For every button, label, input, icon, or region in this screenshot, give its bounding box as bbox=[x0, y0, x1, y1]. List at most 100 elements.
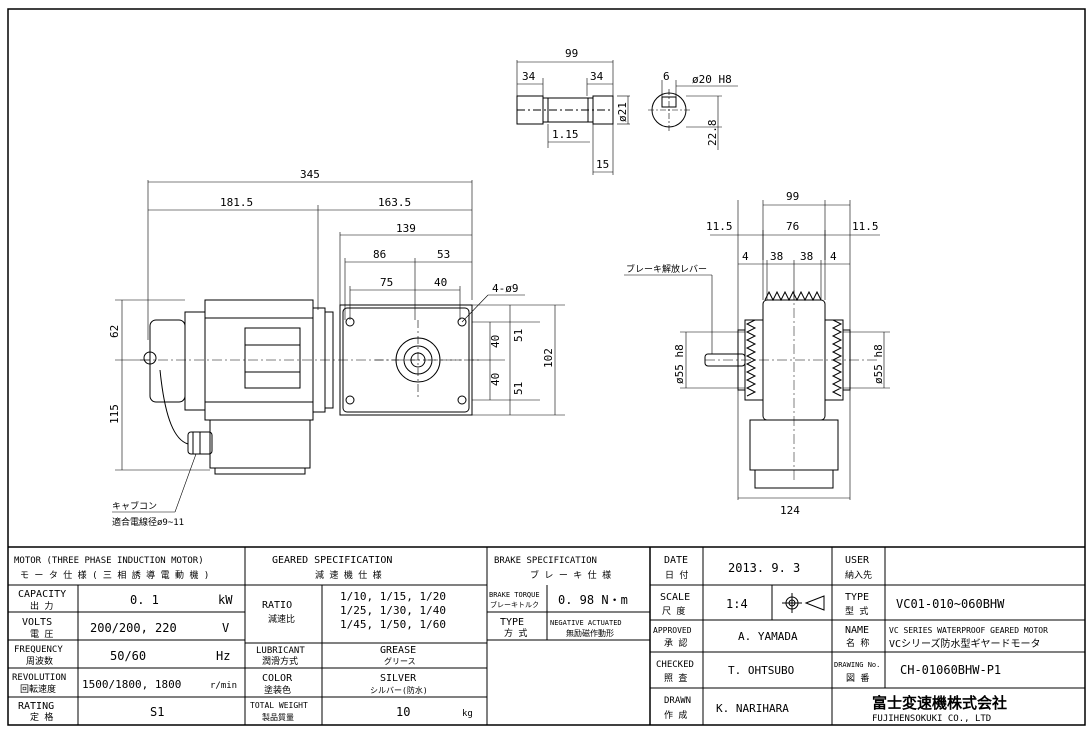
dim-shaft-key-w: 15 bbox=[596, 158, 609, 171]
date-label-jp: 日 付 bbox=[665, 570, 688, 581]
side-view bbox=[624, 200, 890, 500]
brake-header-jp: ブ レ ー キ 仕 様 bbox=[530, 569, 611, 581]
dim-side-99: 99 bbox=[786, 190, 799, 203]
freq-value: 50/60 bbox=[110, 649, 146, 663]
cap-unit: kW bbox=[218, 593, 233, 607]
dim-base-139: 139 bbox=[396, 222, 416, 235]
dim-side-d55b: ø55 h8 bbox=[872, 344, 885, 384]
dim-side-38a: 38 bbox=[770, 250, 783, 263]
dim-v40b: 40 bbox=[489, 373, 502, 386]
drawno-value: CH-01060BHW-P1 bbox=[900, 663, 1001, 677]
rating-label-jp: 定 格 bbox=[30, 711, 53, 723]
ratio-label-jp: 減速比 bbox=[268, 613, 295, 625]
dim-side-124: 124 bbox=[780, 504, 800, 517]
dim-h62: 62 bbox=[108, 325, 121, 338]
freq-unit: Hz bbox=[216, 649, 230, 663]
ratio-line-1: 1/10, 1/15, 1/20 bbox=[340, 590, 446, 603]
shaft-end-view bbox=[648, 80, 738, 150]
drawn-label-en: DRAWN bbox=[664, 696, 691, 706]
scale-label-jp: 尺 度 bbox=[662, 605, 685, 617]
rev-value: 1500/1800, 1800 bbox=[82, 678, 181, 691]
sheet-border bbox=[7, 8, 1086, 726]
weight-value: 10 bbox=[396, 705, 410, 719]
freq-label-jp: 周波数 bbox=[26, 655, 53, 667]
color-value-en: SILVER bbox=[380, 673, 417, 684]
brake-type-value-jp: 無励磁作動形 bbox=[566, 628, 614, 638]
scale-label-en: SCALE bbox=[660, 592, 690, 603]
dim-v102: 102 bbox=[542, 348, 555, 368]
name-value-en: VC SERIES WATERPROOF GEARED MOTOR bbox=[889, 626, 1048, 635]
motor-header-jp: モ ー タ 仕 様 ( 三 相 誘 導 電 動 機 ) bbox=[20, 569, 209, 581]
front-view bbox=[112, 180, 565, 513]
dim-side-4a: 4 bbox=[742, 250, 749, 263]
ratio-label-en: RATIO bbox=[262, 600, 292, 611]
gear-header-jp: 減 速 機 仕 様 bbox=[315, 569, 382, 581]
weight-unit: kg bbox=[462, 709, 473, 719]
name-value-jp: VCシリーズ防水型ギヤードモータ bbox=[889, 637, 1041, 650]
name-label-en: NAME bbox=[845, 625, 869, 636]
dim-side-4b: 4 bbox=[830, 250, 837, 263]
dim-bore: ø20 H8 bbox=[692, 73, 732, 86]
rating-value: S1 bbox=[150, 705, 164, 719]
freq-label-en: FREQUENCY bbox=[14, 645, 63, 655]
drawn-value: K. NARIHARA bbox=[716, 702, 789, 715]
approved-label-jp: 承 認 bbox=[664, 637, 687, 649]
dim-shaft-left: 34 bbox=[522, 70, 536, 83]
dim-gear-len: 163.5 bbox=[378, 196, 411, 209]
dim-base-53: 53 bbox=[437, 248, 450, 261]
volts-unit: V bbox=[222, 621, 229, 635]
dim-h115: 115 bbox=[108, 404, 121, 424]
dim-shaft-d: ø21 bbox=[616, 102, 629, 122]
name-label-jp: 名 称 bbox=[846, 637, 869, 649]
lub-label-en: LUBRICANT bbox=[256, 646, 305, 656]
dim-base-75: 75 bbox=[380, 276, 393, 289]
dim-shaft-right: 34 bbox=[590, 70, 604, 83]
lub-label-jp: 潤滑方式 bbox=[262, 655, 298, 667]
color-label-jp: 塗装色 bbox=[264, 684, 291, 696]
dim-v40a: 40 bbox=[489, 335, 502, 348]
dim-key-h: 22.8 bbox=[706, 120, 719, 147]
volts-label-en: VOLTS bbox=[22, 617, 52, 628]
cap-label-en: CAPACITY bbox=[18, 589, 66, 600]
dim-base-86: 86 bbox=[373, 248, 386, 261]
rev-label-en: REVOLUTION bbox=[12, 673, 66, 683]
color-label-en: COLOR bbox=[262, 673, 293, 684]
dim-shaft-total: 99 bbox=[565, 47, 578, 60]
company-name-en: FUJIHENSOKUKI CO., LTD bbox=[872, 714, 991, 724]
torque-label-jp: ブレーキトルク bbox=[490, 600, 539, 609]
drawno-label-en: DRAWING No. bbox=[834, 661, 880, 669]
torque-label-en: BRAKE TORQUE bbox=[489, 591, 540, 599]
dim-v51a: 51 bbox=[512, 329, 525, 342]
brake-type-label-en: TYPE bbox=[500, 617, 524, 628]
ratio-line-2: 1/25, 1/30, 1/40 bbox=[340, 604, 446, 617]
checked-label-en: CHECKED bbox=[656, 660, 694, 670]
approved-label-en: APPROVED bbox=[653, 626, 692, 635]
label-cabcon: キャブコン bbox=[112, 500, 157, 512]
motor-header-en: MOTOR (THREE PHASE INDUCTION MOTOR) bbox=[14, 556, 204, 566]
dim-side-d55a: ø55 h8 bbox=[673, 344, 686, 384]
dim-side-76: 76 bbox=[786, 220, 799, 233]
color-value-jp: シルバー(防水) bbox=[370, 685, 428, 695]
rev-label-jp: 回転速度 bbox=[20, 683, 56, 695]
title-block-lines bbox=[8, 546, 1085, 725]
dim-side-11-5a: 11.5 bbox=[706, 220, 733, 233]
type-label-en: TYPE bbox=[845, 592, 869, 603]
type-label-jp: 型 式 bbox=[845, 605, 868, 617]
torque-value: 0. 98 N・m bbox=[558, 593, 628, 607]
dim-base-40: 40 bbox=[434, 276, 447, 289]
gear-header-en: GEARED SPECIFICATION bbox=[272, 555, 392, 566]
dim-holes: 4-ø9 bbox=[492, 282, 519, 295]
user-label-jp: 納入先 bbox=[845, 569, 872, 581]
company-name-jp: 富士変速機株式会社 bbox=[872, 694, 1007, 712]
dim-side-11-5b: 11.5 bbox=[852, 220, 879, 233]
dim-motor-len: 181.5 bbox=[220, 196, 253, 209]
brake-type-label-jp: 方 式 bbox=[504, 627, 527, 639]
drawno-label-jp: 図 番 bbox=[846, 672, 869, 684]
volts-value: 200/200, 220 bbox=[90, 621, 177, 635]
cap-value: 0. 1 bbox=[130, 593, 159, 607]
brake-type-value-en: NEGATIVE ACTUATED bbox=[550, 619, 622, 627]
shaft-detail bbox=[516, 60, 630, 175]
lub-value-en: GREASE bbox=[380, 645, 416, 656]
checked-label-jp: 照 査 bbox=[664, 672, 687, 684]
ratio-line-3: 1/45, 1/50, 1/60 bbox=[340, 618, 446, 631]
